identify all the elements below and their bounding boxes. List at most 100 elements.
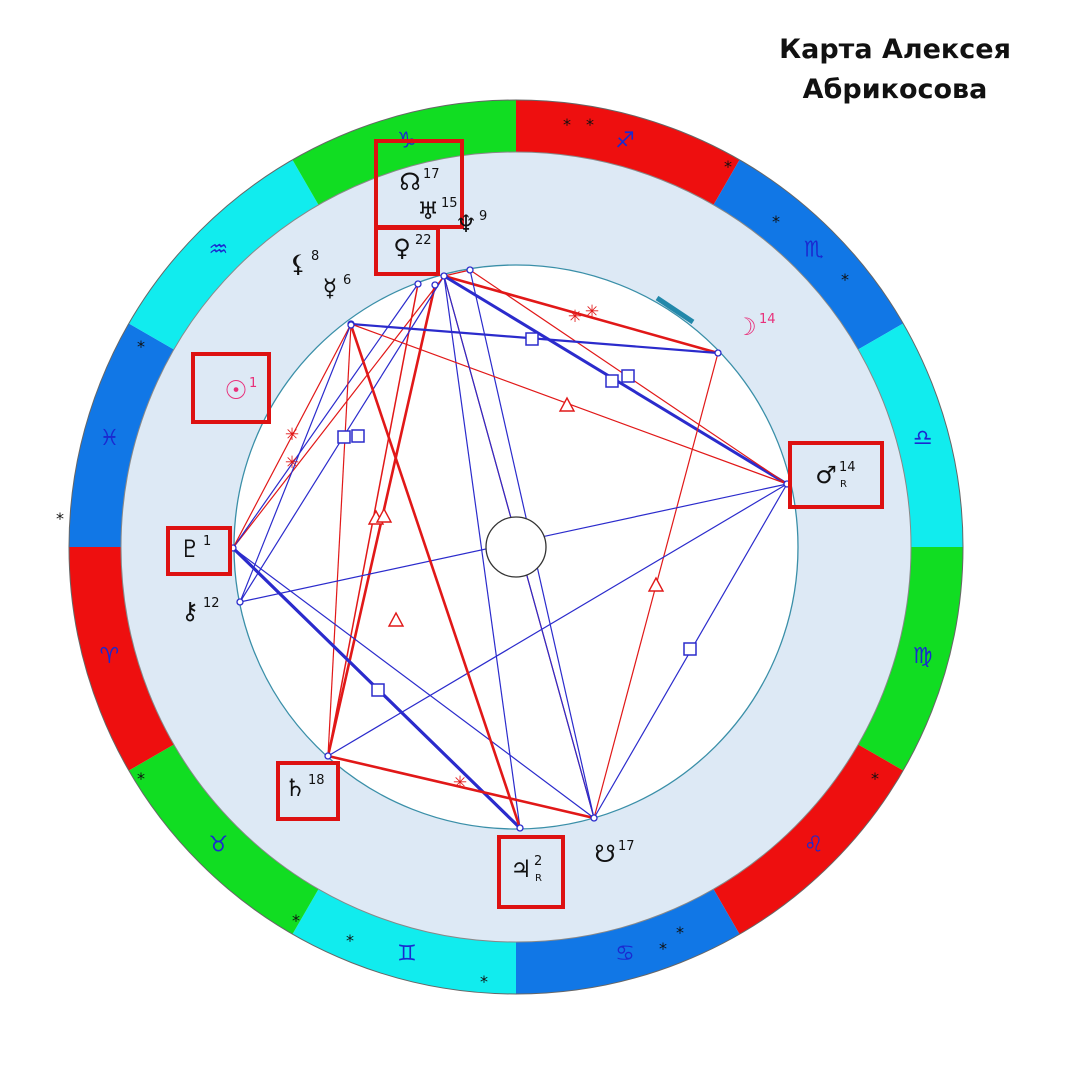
square-aspect-marker xyxy=(683,642,697,656)
zodiac-glyph-aquarius-icon: ♒ xyxy=(208,237,228,262)
jupiter-glyph-icon: ♃ xyxy=(510,855,532,883)
zodiac-glyph-libra-icon: ♎ xyxy=(913,426,933,451)
chart-title-line2: Абрикосова xyxy=(802,74,988,105)
zodiac-glyph-pisces-icon: ♓ xyxy=(99,426,119,451)
lilith-degree: 8 xyxy=(311,249,319,264)
mars-glyph-icon: ♂ xyxy=(815,461,837,489)
aspect-line xyxy=(443,274,719,355)
planet-position-dot xyxy=(440,272,448,280)
north-node-degree: 17 xyxy=(423,167,440,182)
aspect-line xyxy=(232,547,595,819)
zodiac-glyph-cancer-icon: ♋ xyxy=(615,942,635,967)
highlight-box xyxy=(374,226,440,276)
zodiac-ring-outer-border xyxy=(68,99,964,995)
aspect-line xyxy=(239,323,352,603)
mercury-degree: 6 xyxy=(343,273,351,288)
aspect-line xyxy=(349,324,522,829)
zodiac-sector-cancer xyxy=(516,889,740,994)
planet-mars: ♂14R xyxy=(788,441,884,509)
square-aspect-marker xyxy=(351,429,365,443)
aspect-line xyxy=(232,275,445,549)
square-aspect-marker xyxy=(337,430,351,444)
aspect-line xyxy=(443,275,521,829)
planet-south-node: ☋17 xyxy=(594,839,634,868)
fixed-star-marker: * xyxy=(346,931,354,950)
uranus-glyph-icon: ♅ xyxy=(417,197,439,225)
zodiac-sector-leo xyxy=(713,744,904,935)
planet-position-dot xyxy=(590,814,598,822)
trine-aspect-marker xyxy=(387,611,405,627)
sextile-aspect-marker: ✳ xyxy=(285,425,299,445)
lilith-glyph-icon: ⚸ xyxy=(289,250,307,278)
zodiac-sector-virgo xyxy=(858,547,963,771)
neptune-glyph-icon: ♆ xyxy=(455,210,477,238)
fixed-star-marker: * xyxy=(137,769,145,788)
planet-position-dot xyxy=(347,321,355,329)
highlight-box xyxy=(788,441,884,509)
trine-aspect-marker xyxy=(375,507,393,523)
chiron-glyph-icon: ⚷ xyxy=(181,597,199,625)
pluto-degree: 1 xyxy=(203,534,211,549)
chart-title: Карта Алексея Абрикосова xyxy=(740,30,1050,110)
fixed-star-marker: * xyxy=(480,972,488,991)
zodiac-sector-pisces xyxy=(69,323,174,547)
zodiac-sector-libra xyxy=(858,323,963,547)
planet-neptune: ♆9 xyxy=(455,209,487,238)
jupiter-degree: 2 xyxy=(534,854,542,869)
moon-degree: 14 xyxy=(759,312,776,327)
jupiter-retrograde: R xyxy=(535,873,542,884)
fixed-star-marker: * xyxy=(724,157,732,176)
aspect-line xyxy=(327,754,595,820)
planet-position-dot xyxy=(714,349,722,357)
sextile-aspect-marker: ✳ xyxy=(585,302,599,322)
planet-jupiter: ♃2R xyxy=(497,835,565,909)
planet-glyphs: ☊17♅15♆9♀22⚸8☿6☽14☉1♂14R♇1⚷12♄18♃2R☋17 xyxy=(166,139,884,909)
fixed-stars: ************** xyxy=(56,115,879,991)
sextile-aspect-marker: ✳ xyxy=(453,773,467,793)
sun-glyph-icon: ☉ xyxy=(224,376,247,406)
highlight-box xyxy=(191,352,271,424)
zodiac-glyph-aries-icon: ♈ xyxy=(99,644,119,669)
mercury-glyph-icon: ☿ xyxy=(323,274,338,302)
planet-position-dot xyxy=(324,752,332,760)
trine-aspect-marker xyxy=(647,576,665,592)
zodiac-sector-aquarius xyxy=(128,159,319,350)
venus-degree: 22 xyxy=(415,233,432,248)
fixed-star-marker: * xyxy=(137,337,145,356)
planet-position-dot xyxy=(466,266,474,274)
planet-position-dot xyxy=(236,598,244,606)
planet-uranus: ♅15 xyxy=(417,196,457,225)
center-circle xyxy=(485,516,547,578)
highlight-box xyxy=(276,761,340,821)
zodiac-sector-sagittarius xyxy=(516,100,740,205)
arc-marker xyxy=(655,295,695,325)
planet-pluto: ♇1 xyxy=(166,526,232,576)
fixed-star-marker: * xyxy=(772,212,780,231)
pluto-glyph-icon: ♇ xyxy=(179,535,201,563)
mars-retrograde: R xyxy=(840,479,847,490)
zodiac-glyph-sagittarius-icon: ♐ xyxy=(615,128,635,153)
zodiac-sector-aries xyxy=(69,547,174,771)
fixed-star-marker: * xyxy=(659,939,667,958)
sextile-aspect-marker: ✳ xyxy=(285,453,299,473)
planet-sun: ☉1 xyxy=(191,352,271,424)
fixed-star-marker: * xyxy=(841,270,849,289)
planet-position-dot xyxy=(516,824,524,832)
sextile-aspect-marker: ✳ xyxy=(568,307,582,327)
zodiac-glyph-leo-icon: ♌ xyxy=(804,833,824,858)
fixed-star-marker: * xyxy=(676,923,684,942)
planet-position-dot xyxy=(414,280,422,288)
highlight-box xyxy=(497,835,565,909)
planet-chiron: ⚷ 12 xyxy=(181,596,219,625)
fixed-star-marker: * xyxy=(871,769,879,788)
chiron-degree: 12 xyxy=(203,596,220,611)
fixed-star-marker: * xyxy=(56,509,64,528)
aspect-line xyxy=(327,483,788,757)
uranus-degree: 15 xyxy=(441,196,458,211)
chart-title-line1: Карта Алексея xyxy=(779,34,1011,65)
planet-moon: ☽14 xyxy=(735,312,775,341)
venus-glyph-icon: ♀ xyxy=(393,234,411,262)
sun-degree: 1 xyxy=(249,376,257,391)
south-node-glyph-icon: ☋ xyxy=(594,840,615,868)
neptune-degree: 9 xyxy=(479,209,487,224)
